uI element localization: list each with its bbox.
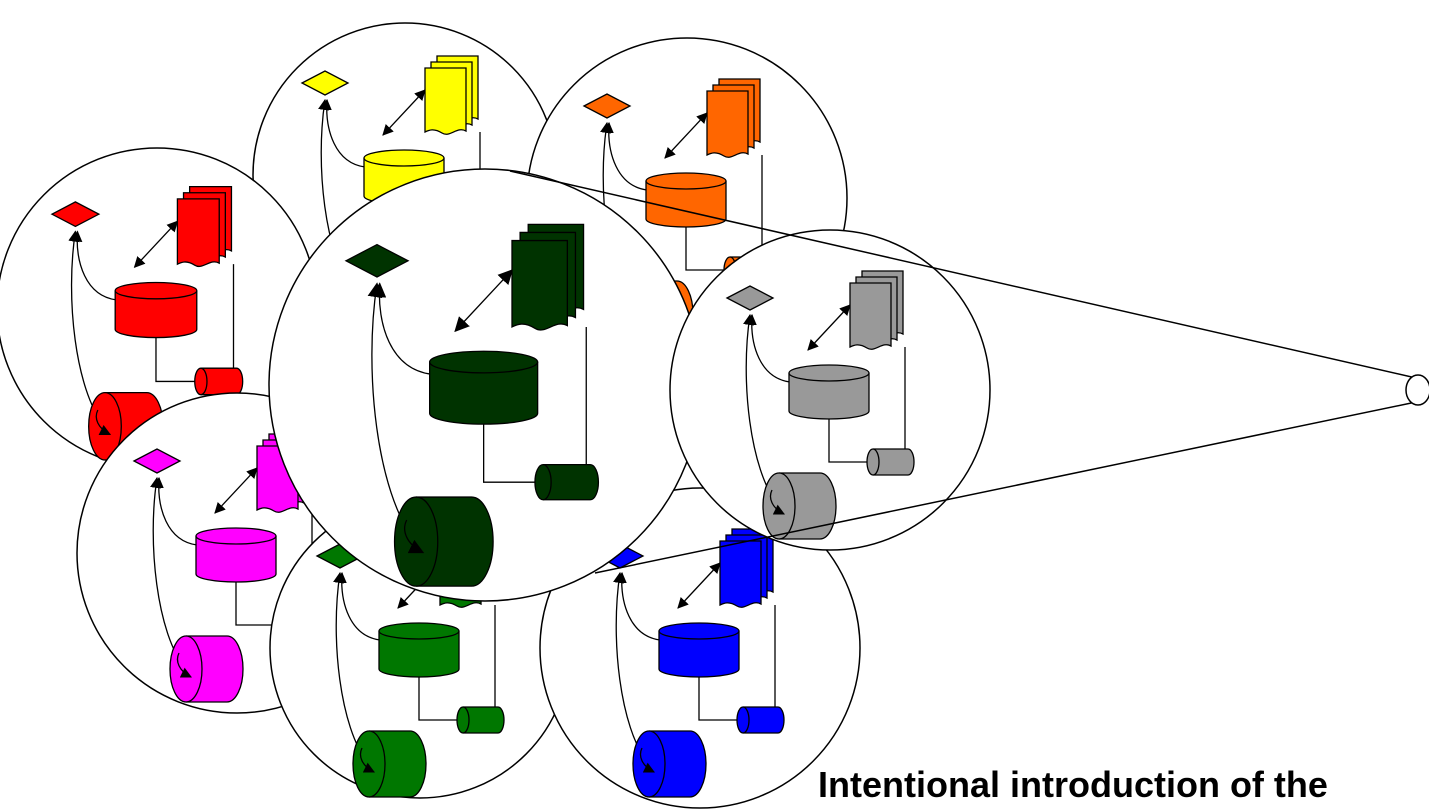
eye-icon	[1405, 374, 1429, 406]
small-cylinder-icon	[866, 448, 915, 476]
diamond-icon	[300, 70, 350, 96]
document-stack-icon	[849, 270, 904, 350]
database-icon	[428, 350, 539, 425]
diamond-icon	[582, 93, 632, 119]
small-cylinder-icon	[534, 464, 600, 501]
small-cylinder-icon	[736, 706, 785, 734]
document-stack-icon	[511, 223, 585, 331]
document-stack-icon	[424, 55, 479, 135]
database-icon	[658, 622, 740, 678]
small-cylinder-icon	[194, 367, 244, 396]
diamond-icon	[50, 201, 101, 228]
document-stack-icon	[176, 185, 233, 267]
large-cylinder-icon	[393, 496, 494, 587]
diamond-icon	[344, 243, 410, 278]
database-icon	[788, 364, 870, 420]
database-icon	[645, 172, 727, 228]
document-stack-icon	[706, 78, 761, 158]
small-cylinder-icon	[456, 706, 505, 734]
caption-text: Intentional introduction of the	[818, 764, 1328, 805]
zoom-lens-lines	[509, 170, 1417, 574]
large-cylinder-icon	[632, 730, 707, 798]
database-icon	[114, 281, 198, 339]
diamond-icon	[132, 448, 182, 474]
cluster-gray	[669, 229, 991, 551]
large-cylinder-icon	[352, 730, 427, 798]
large-cylinder-icon	[762, 472, 837, 540]
large-cylinder-icon	[169, 635, 244, 703]
database-icon	[378, 622, 460, 678]
diamond-icon	[725, 285, 775, 311]
document-stack-icon	[719, 528, 774, 608]
database-icon	[195, 527, 277, 583]
cluster-dark-green	[268, 168, 702, 602]
